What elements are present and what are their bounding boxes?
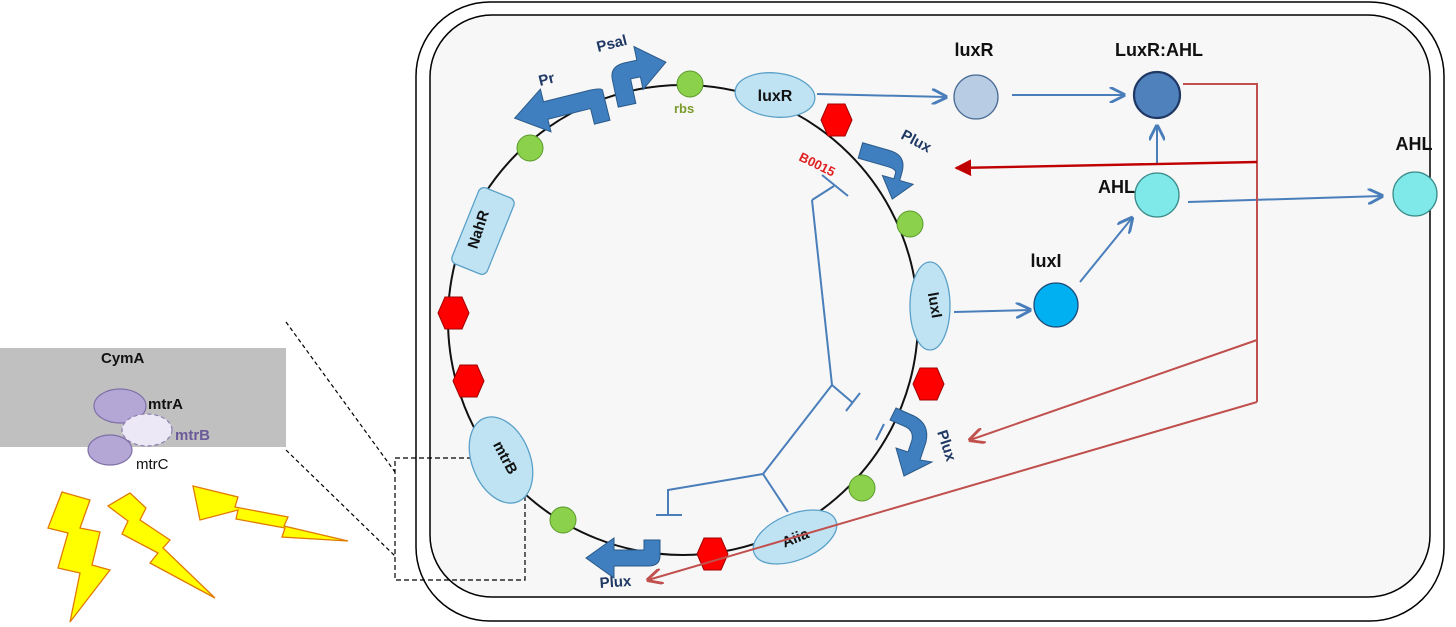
luxr-protein <box>953 74 999 120</box>
rbs-site <box>516 134 544 162</box>
promoter-pr-label: Pr <box>537 70 557 90</box>
repression-bar <box>821 174 849 197</box>
gene-luxr-label: luxR <box>758 88 793 105</box>
mtrc-protein <box>87 434 133 466</box>
lightning-bolt-icon <box>192 485 349 542</box>
luxi-protein-label: luxI <box>1030 251 1061 271</box>
mtrb-membrane-label: mtrB <box>175 427 210 444</box>
repression-line-to-plux-bottom <box>667 473 764 515</box>
lightning-bolt-icon <box>106 492 216 599</box>
arrow-luxi-to-ahl <box>1079 218 1132 283</box>
promoter-plux-bottom-arrow <box>585 537 661 579</box>
rbs-site <box>896 210 924 238</box>
rbs-label: rbs <box>674 101 694 116</box>
membrane-panel: CymA mtrA mtrB mtrC <box>0 321 396 623</box>
rbs-site <box>676 70 704 98</box>
signaling-network: luxR LuxR:AHL AHL AHL luxI <box>648 40 1438 580</box>
gene-luxi-label: luxI <box>924 291 945 319</box>
gene-luxi <box>909 261 951 351</box>
activation-arrow-plux-right <box>970 339 1258 440</box>
luxi-protein <box>1033 282 1079 328</box>
luxr-ahl-complex <box>1132 70 1182 120</box>
cyma-label: CymA <box>101 350 145 367</box>
plasmid: rbs B0015 luxR luxI Aiia mtrB NahR Pr Ps… <box>437 32 959 592</box>
ahl-outside <box>1392 171 1438 217</box>
terminator <box>696 537 729 571</box>
promoter-plux-right-arrow <box>889 407 934 477</box>
zoom-line-bottom <box>285 449 396 557</box>
gene-nahr <box>451 187 515 275</box>
repression-line-to-plux-top <box>811 185 835 201</box>
mtrc-label: mtrC <box>136 456 169 473</box>
promoter-plux-bottom-label: Plux <box>599 573 632 592</box>
repression-line-aiia <box>762 473 789 513</box>
repression-line-right <box>831 384 854 404</box>
mtra-protein <box>93 388 147 424</box>
zoom-line-top <box>285 321 396 473</box>
luxr-ahl-complex-label: LuxR:AHL <box>1115 40 1203 60</box>
promoter-psal-label: Psal <box>595 32 629 56</box>
gene-mtrb <box>468 416 534 504</box>
terminator <box>912 367 945 401</box>
activation-arrow-plux-top <box>954 159 1258 177</box>
repression-network <box>656 174 885 516</box>
luxr-protein-label: luxR <box>954 40 993 60</box>
activation-line-complex <box>1183 83 1258 402</box>
promoter-pr-arrow <box>513 88 611 133</box>
terminator <box>452 364 485 398</box>
gene-luxr <box>734 72 816 118</box>
terminator <box>820 103 853 137</box>
promoter-plux-top-arrow <box>857 142 915 200</box>
ahl-inside-label: AHL <box>1098 177 1135 197</box>
terminator <box>437 296 470 330</box>
ahl-outside-label: AHL <box>1396 134 1433 154</box>
promoter-psal-arrow <box>611 45 667 108</box>
lightning-bolt-icon <box>47 491 112 623</box>
mtra-label: mtrA <box>148 396 183 413</box>
ahl-inside <box>1134 172 1180 218</box>
mtrb-protein <box>121 413 173 447</box>
arrow-ahl-diffusion <box>1187 196 1382 202</box>
rbs-site <box>848 474 876 502</box>
repression-bar <box>875 423 885 441</box>
repression-bar <box>845 392 861 412</box>
zoom-box <box>394 457 526 581</box>
activation-arrow-plux-bottom <box>648 401 1258 580</box>
arrow-luxi-gene-to-protein <box>953 310 1030 312</box>
arrow-luxr-gene-to-protein <box>816 94 946 97</box>
rbs-site <box>549 506 577 534</box>
